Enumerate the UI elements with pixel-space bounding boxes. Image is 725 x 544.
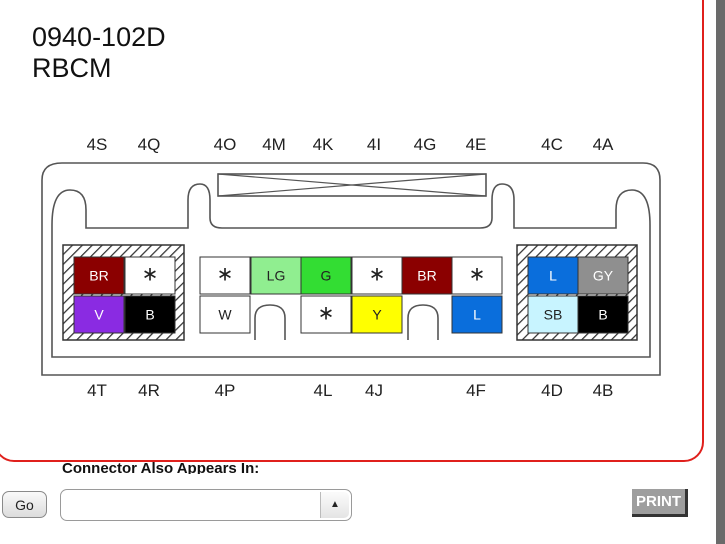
cavity-wire-color: ∗ <box>318 303 335 325</box>
pin-label-top: 4M <box>262 135 286 154</box>
cavity <box>451 295 503 334</box>
cavity-wire-color: BR <box>417 268 436 284</box>
cavity <box>300 295 352 334</box>
pin-label-bottom: 4P <box>214 381 236 400</box>
pin-label-bottom: 4B <box>592 381 614 400</box>
pin-label-bottom: 4L <box>313 381 333 400</box>
pin-label-top: 4Q <box>137 135 161 154</box>
also-appears-label: Connector Also Appears In: <box>62 460 260 474</box>
connector-title: 0940-102D RBCM <box>32 22 166 84</box>
cavity <box>527 256 579 295</box>
cavity-wire-color: ∗ <box>142 264 159 286</box>
cavity-wire-color: ∗ <box>469 264 486 286</box>
cavity-wire-color: ∗ <box>369 264 386 286</box>
cavity-wire-color: BR <box>89 268 108 284</box>
cavity-wire-color: V <box>94 307 104 323</box>
pin-label-top: 4C <box>541 135 563 154</box>
dropdown-arrow-icon[interactable]: ▲ <box>320 492 349 518</box>
pin-label-top: 4K <box>312 135 334 154</box>
bottom-pocket-left <box>254 304 286 340</box>
cavity <box>401 256 453 295</box>
cavity-wire-color: G <box>321 268 332 284</box>
pin-label-bottom: 4R <box>138 381 160 400</box>
cavity <box>199 256 251 295</box>
pin-label-bottom: 4D <box>541 381 563 400</box>
pin-label-top: 4G <box>413 135 437 154</box>
cavity <box>527 295 579 334</box>
cavity-wire-color: B <box>145 307 154 323</box>
cavity <box>300 256 352 295</box>
cavity <box>124 256 176 295</box>
cavity <box>351 295 403 334</box>
bottom-pocket-right <box>407 304 439 340</box>
connector-select[interactable]: ▲ <box>60 489 352 521</box>
part-number: 0940-102D <box>32 22 166 52</box>
connector-inner-outline <box>51 183 651 358</box>
connector-name: RBCM <box>32 53 112 83</box>
cavity-wire-color: L <box>549 268 557 284</box>
cavity <box>250 256 302 295</box>
pin-label-bottom: 4T <box>87 381 107 400</box>
print-button[interactable]: PRINT <box>632 489 688 517</box>
cavity <box>73 295 125 334</box>
pin-label-top: 4A <box>592 135 614 154</box>
cavity <box>451 256 503 295</box>
cavity <box>199 295 251 334</box>
cavity-wire-color: L <box>473 307 481 323</box>
cavity-wire-color: GY <box>593 268 614 284</box>
cavity-wire-color: B <box>598 307 607 323</box>
pin-label-top: 4O <box>213 135 237 154</box>
window-edge <box>716 0 725 544</box>
cavity <box>124 295 176 334</box>
pin-label-top: 4S <box>86 135 108 154</box>
cavity <box>351 256 403 295</box>
pin-label-bottom: 4F <box>466 381 486 400</box>
cavity-wire-color: Y <box>372 307 382 323</box>
pin-label-top: 4E <box>465 135 487 154</box>
cavity <box>577 295 629 334</box>
cavity-wire-color: SB <box>544 307 563 323</box>
cavity-wire-color: W <box>218 307 232 323</box>
cavity-wire-color: ∗ <box>217 264 234 286</box>
pin-label-top: 4I <box>366 135 382 154</box>
cavity <box>577 256 629 295</box>
go-button[interactable]: Go <box>2 491 47 518</box>
cavity-wire-color: LG <box>267 268 286 284</box>
pin-label-bottom: 4J <box>365 381 383 400</box>
cavity <box>73 256 125 295</box>
